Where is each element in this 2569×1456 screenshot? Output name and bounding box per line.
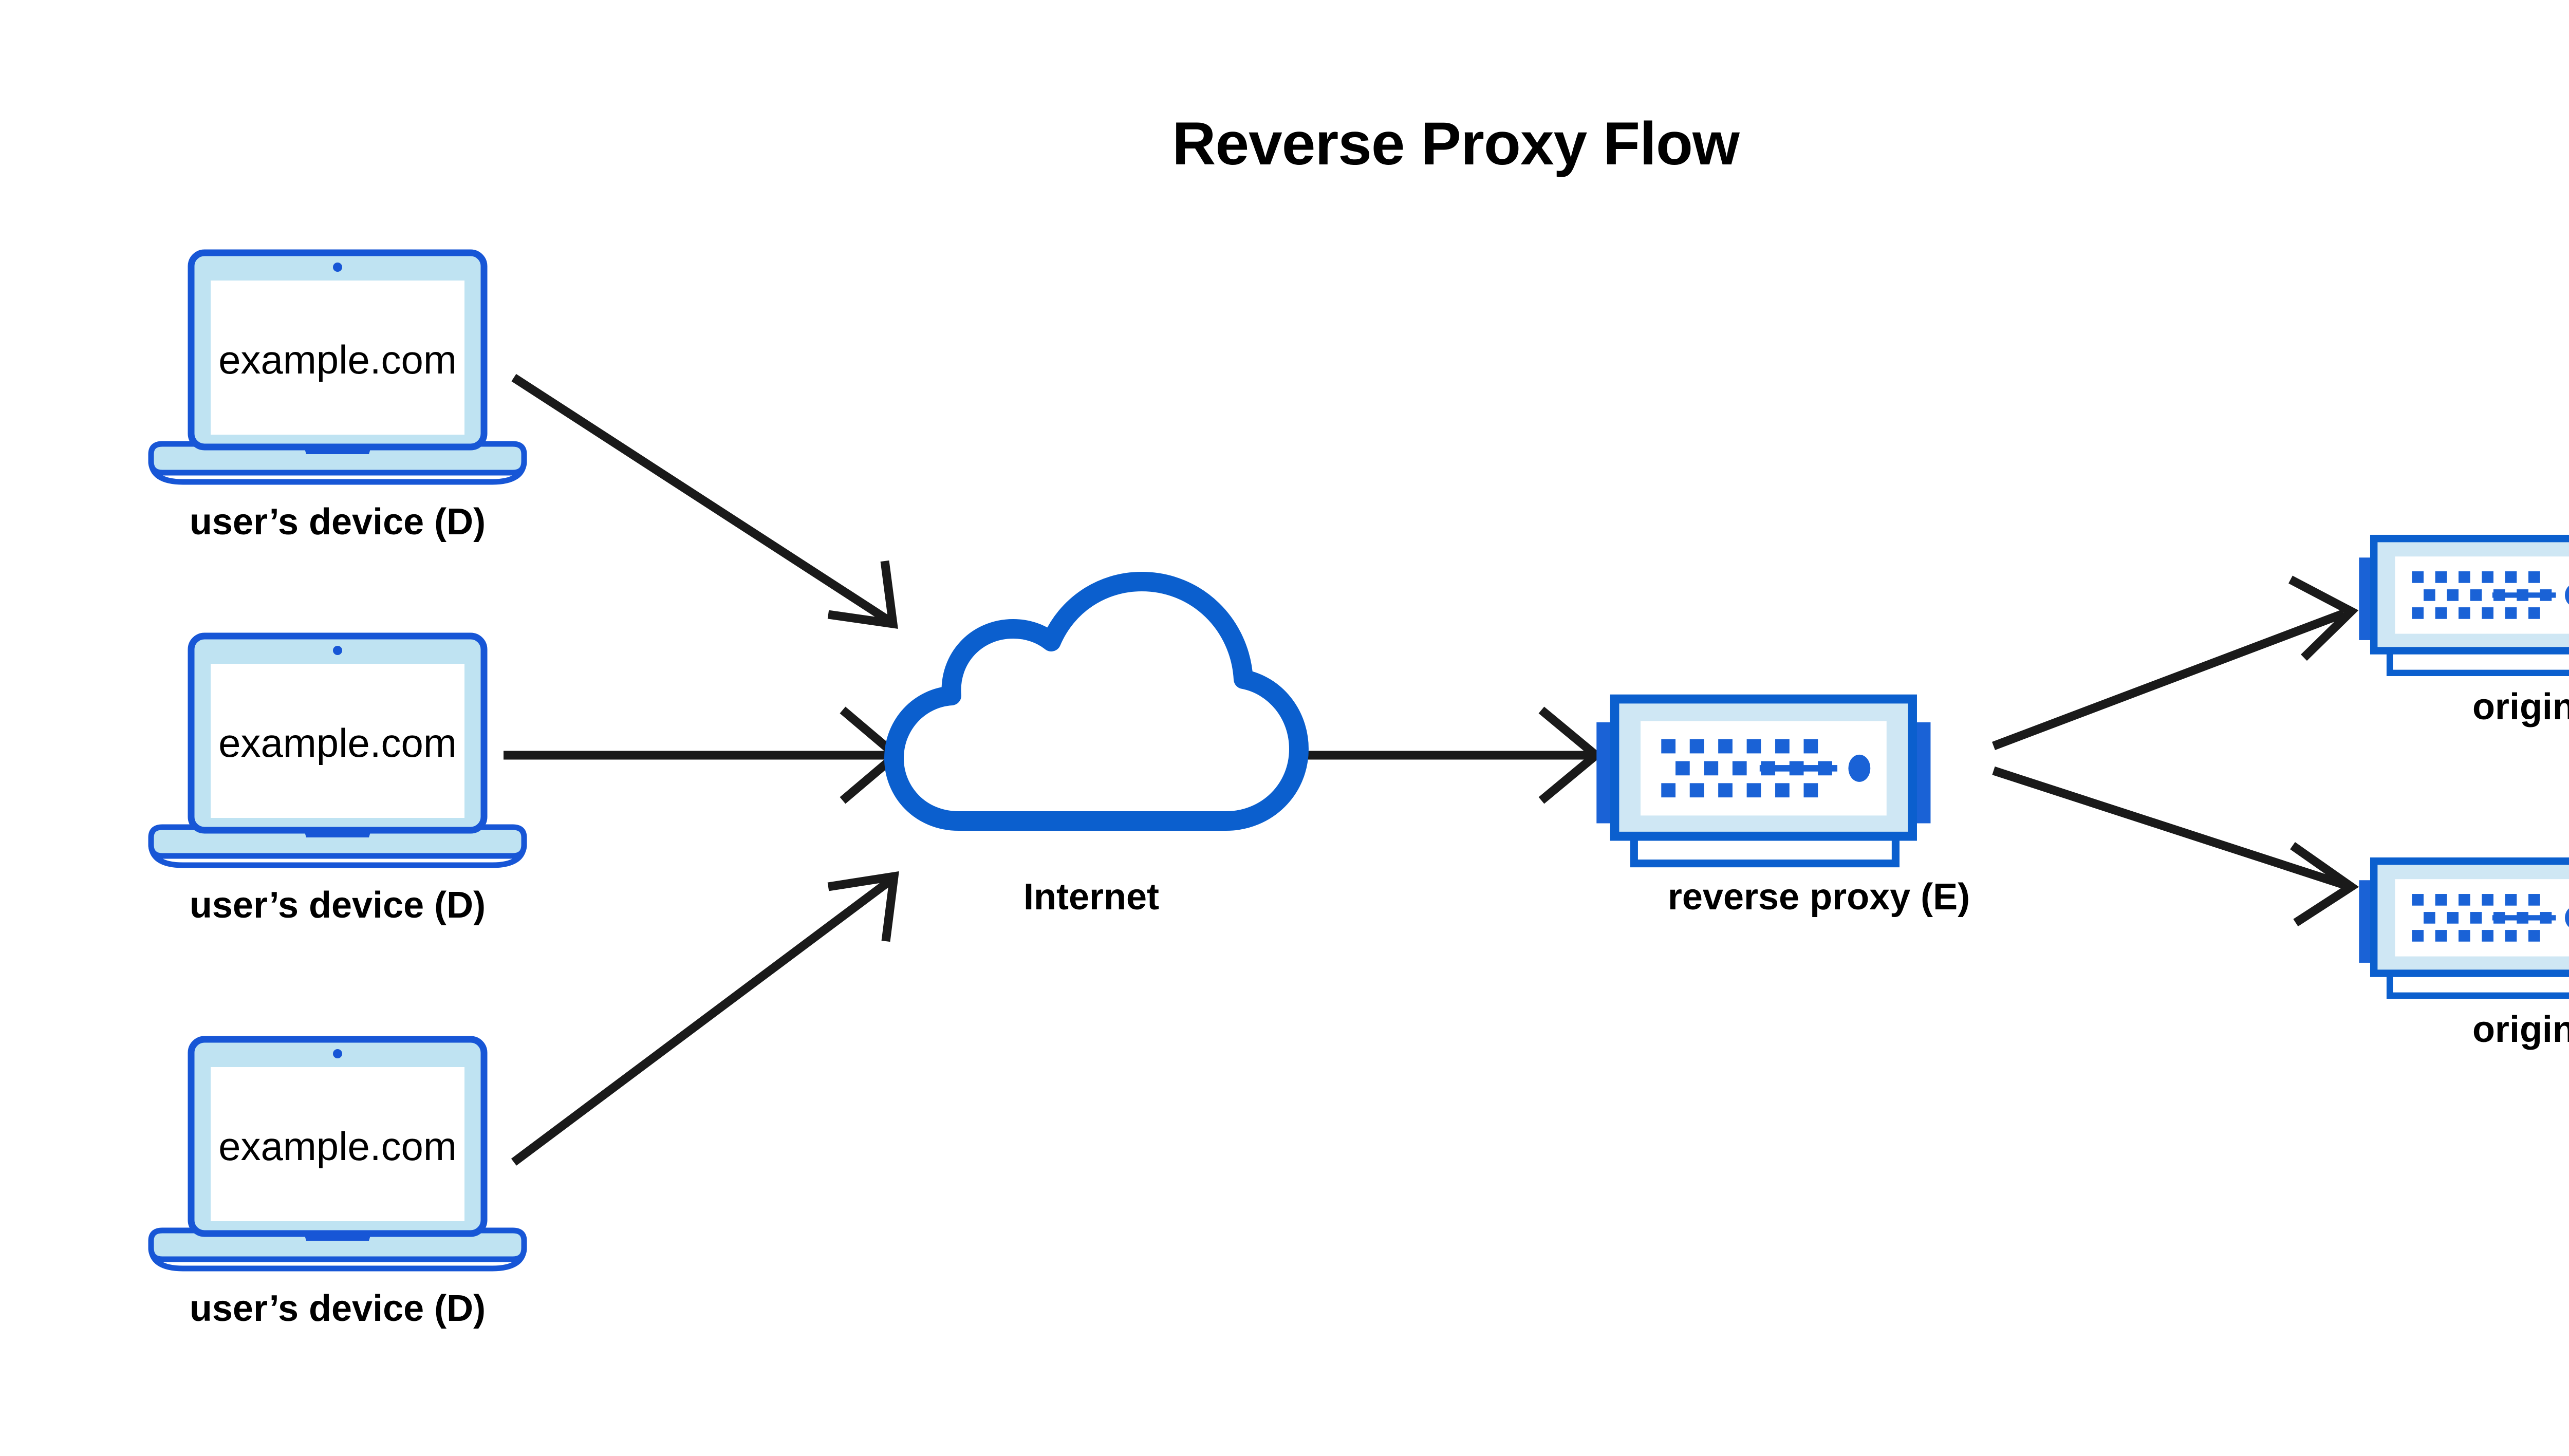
server-icon <box>2359 861 2569 996</box>
node-origin-server-1[interactable]: origin server (F) <box>2359 538 2569 727</box>
edge-proxy-to-origin1 <box>1991 575 2359 750</box>
proxy-label: reverse proxy (E) <box>1668 876 1970 918</box>
node-user-device-1[interactable]: example.com user’s device (D) <box>151 253 524 543</box>
node-user-device-2[interactable]: example.com user’s device (D) <box>151 636 524 926</box>
node-origin-server-2[interactable]: origin server (F) <box>2359 861 2569 1050</box>
cloud-icon <box>884 572 1309 831</box>
device-label: user’s device (D) <box>190 1288 486 1329</box>
internet-label: Internet <box>1023 876 1159 918</box>
device-screen-text: example.com <box>218 720 457 766</box>
device-screen-text: example.com <box>218 1124 457 1169</box>
device-screen-text: example.com <box>218 337 457 382</box>
origin-server-label: origin server (F) <box>2472 1009 2569 1050</box>
edge-device2-to-internet <box>504 706 903 804</box>
origin-server-label: origin server (F) <box>2472 686 2569 727</box>
edge-device1-to-internet <box>511 374 898 629</box>
server-icon <box>1596 699 1930 864</box>
flow-edges <box>504 374 2359 1166</box>
server-icon <box>2359 538 2569 673</box>
page-title: Reverse Proxy Flow <box>1172 110 1740 178</box>
edge-device3-to-internet <box>511 871 899 1166</box>
device-label: user’s device (D) <box>190 501 486 543</box>
node-reverse-proxy[interactable]: reverse proxy (E) <box>1596 699 1970 918</box>
device-label: user’s device (D) <box>190 885 486 926</box>
node-user-device-3[interactable]: example.com user’s device (D) <box>151 1039 524 1329</box>
edge-proxy-to-origin2 <box>1992 766 2359 927</box>
node-internet[interactable]: Internet <box>884 572 1309 918</box>
